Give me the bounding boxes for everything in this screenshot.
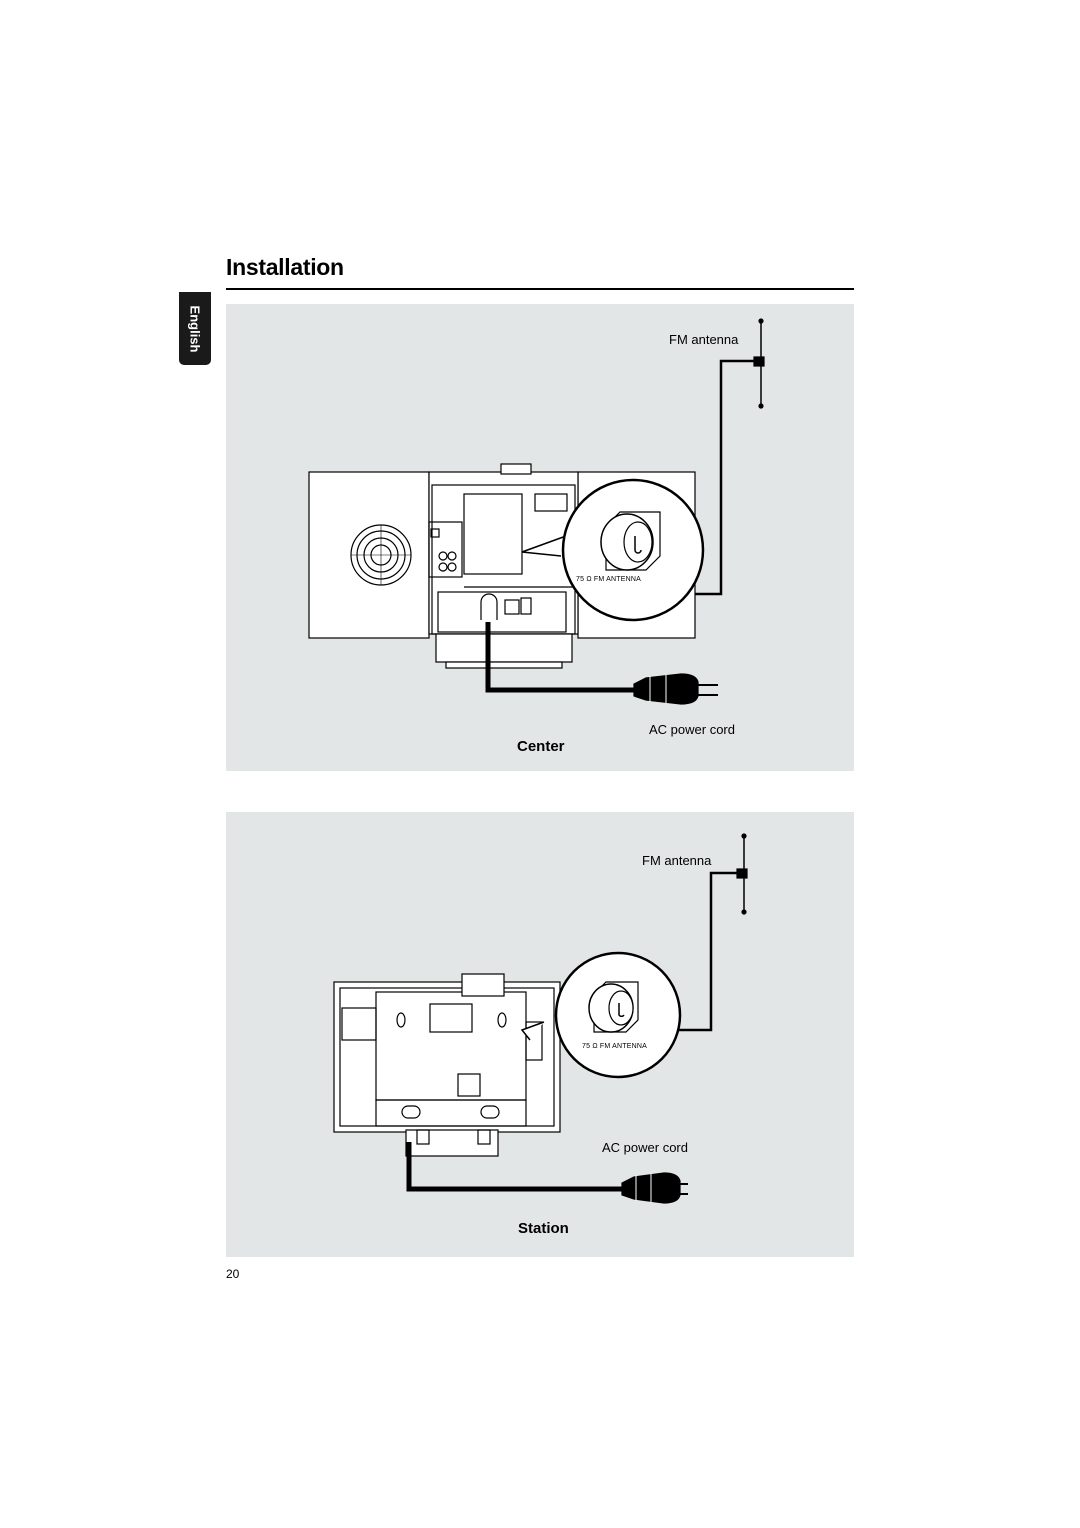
fm-antenna-jack-label: 75 Ω FM ANTENNA	[582, 1043, 648, 1050]
ac-power-cord-label: AC power cord	[602, 1140, 688, 1155]
language-tab-label: English	[187, 305, 203, 352]
station-diagram-panel: FM antenna 75 Ω FM ANTENNA AC power cord…	[226, 812, 854, 1257]
center-caption: Center	[517, 738, 565, 755]
title-rule	[226, 288, 854, 290]
fm-antenna-label: FM antenna	[669, 332, 739, 347]
fm-antenna-label: FM antenna	[642, 853, 712, 868]
ac-power-cord-label: AC power cord	[649, 722, 735, 737]
fm-antenna-jack-label: 75 Ω FM ANTENNA	[576, 576, 642, 583]
page-title: Installation	[226, 254, 344, 280]
center-diagram-panel: FM antenna 75 Ω FM ANTENNA AC power cord…	[226, 304, 854, 771]
language-tab: English	[179, 292, 211, 365]
center-connection-diagram	[308, 318, 765, 705]
station-caption: Station	[518, 1220, 569, 1237]
station-connection-diagram	[333, 833, 748, 1204]
page-number: 20	[226, 1267, 240, 1281]
